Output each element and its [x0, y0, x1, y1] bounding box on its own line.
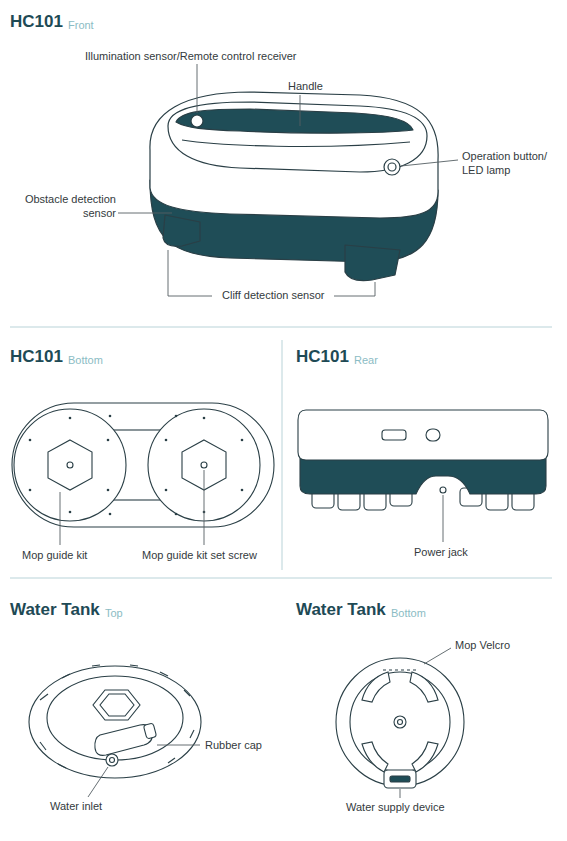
section-heading: Water Tank [10, 600, 100, 620]
part-label: Mop guide kit [22, 549, 87, 563]
separator [10, 327, 552, 578]
part-label: Cliff detection sensor [220, 289, 327, 303]
robot-front [150, 92, 438, 281]
water-tank-bottom [336, 658, 464, 788]
part-label: Mop Velcro [455, 639, 510, 653]
part-label: Power jack [414, 546, 468, 560]
section-heading: HC101 [296, 347, 349, 367]
part-label: Obstacle detection sensor [10, 193, 116, 221]
part-label: Rubber cap [205, 739, 262, 753]
leader-line [400, 648, 451, 798]
section-heading: Water Tank [296, 600, 386, 620]
part-label: Water inlet [50, 800, 102, 814]
section-heading: HC101 [10, 347, 63, 367]
view-name: Bottom [68, 354, 103, 367]
leader-line [88, 745, 200, 797]
part-label: Mop guide kit set screw [142, 549, 257, 563]
view-name: Front [68, 19, 94, 32]
view-name: Rear [354, 354, 378, 367]
section-heading: HC101 [10, 12, 63, 32]
view-name: Top [105, 607, 123, 620]
leader-line [60, 470, 204, 545]
part-label: Operation button/ LED lamp [462, 150, 558, 178]
leader-line [118, 64, 458, 296]
part-label: Illumination sensor/Remote control recei… [85, 50, 297, 64]
leader-line [443, 495, 444, 542]
part-label: Water supply device [346, 801, 445, 815]
robot-rear [298, 410, 548, 510]
part-label: Handle [288, 80, 323, 94]
water-tank-top [29, 665, 201, 778]
robot-bottom [12, 403, 274, 527]
view-name: Bottom [391, 607, 426, 620]
